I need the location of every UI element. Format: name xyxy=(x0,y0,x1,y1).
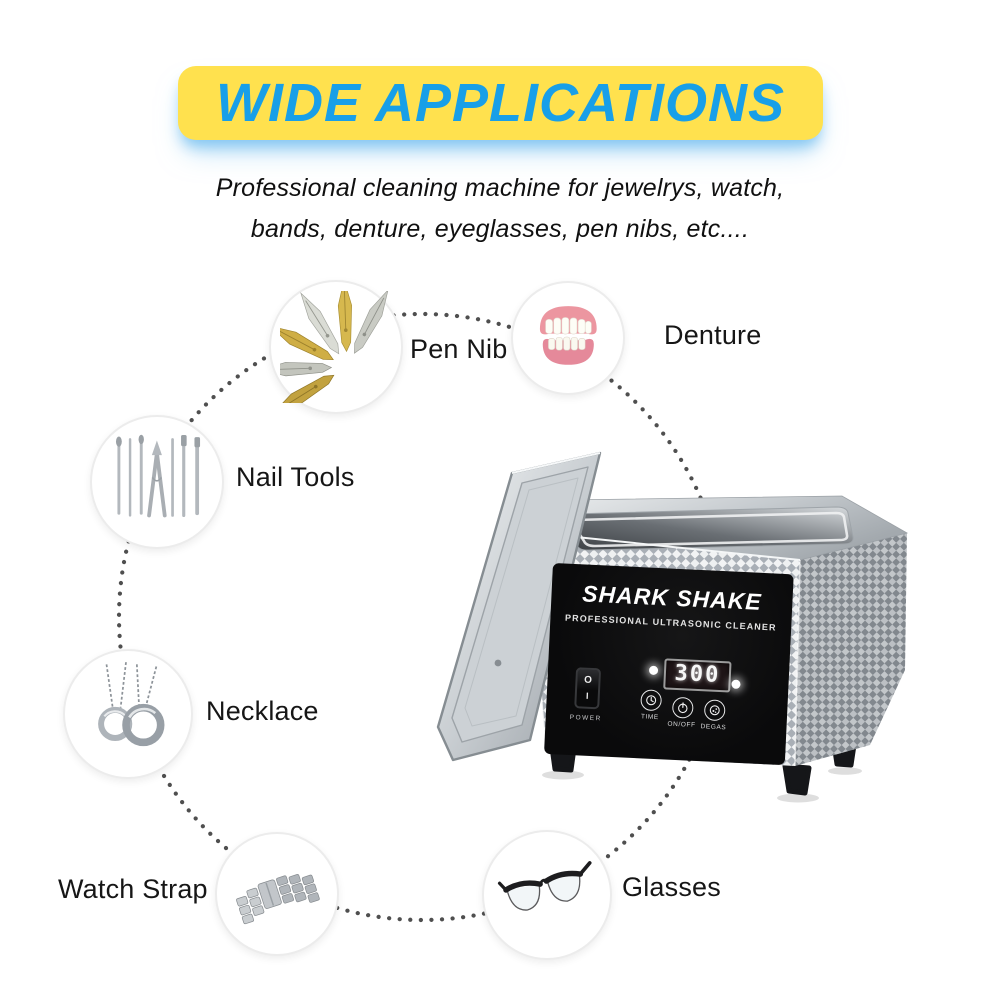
indicator-dot-left xyxy=(648,665,659,676)
title-banner: WIDE APPLICATIONS xyxy=(178,66,823,140)
subtitle-line-2: bands, denture, eyeglasses, pen nibs, et… xyxy=(250,215,750,243)
tank-opening xyxy=(564,506,854,551)
app-label-necklace: Necklace xyxy=(206,696,319,726)
indicator-dot-right xyxy=(731,679,741,689)
time-button-label: TIME xyxy=(640,713,659,722)
degas-button: DEGAS xyxy=(689,699,738,732)
app-circle-necklace xyxy=(63,649,193,779)
app-label-denture: Denture xyxy=(664,320,762,350)
watch-strap-icon xyxy=(236,874,321,925)
app-label-watch-strap: Watch Strap xyxy=(58,874,208,904)
app-label-pen-nib: Pen Nib xyxy=(410,334,508,364)
time-button: TIME xyxy=(626,689,675,722)
app-circle-pen-nib xyxy=(269,280,403,414)
ultrasonic-cleaner: SHARK SHAKE PROFESSIONAL ULTRASONIC CLEA… xyxy=(410,430,930,820)
subtitle: Professional cleaning machine for jewelr… xyxy=(0,168,1000,250)
degas-button-circle xyxy=(703,699,726,722)
app-circle-nail-tools xyxy=(90,415,224,549)
app-circle-glasses xyxy=(482,830,612,960)
glasses-icon xyxy=(497,860,592,911)
necklace-icon xyxy=(97,661,165,746)
brand-logo: SHARK SHAKE xyxy=(581,580,763,615)
onoff-button-circle xyxy=(671,696,694,719)
clock-icon xyxy=(645,695,656,706)
app-label-glasses: Glasses xyxy=(622,872,721,902)
bubbles-icon xyxy=(709,705,720,716)
power-icon xyxy=(677,702,688,714)
switch-on-symbol: I xyxy=(585,690,589,701)
app-label-nail-tools: Nail Tools xyxy=(236,462,355,492)
power-switch-label: POWER xyxy=(569,713,602,723)
pen-nib-fan xyxy=(280,291,389,403)
app-circle-watch-strap xyxy=(215,832,339,956)
switch-off-symbol: O xyxy=(583,674,593,686)
pen-nib-icon xyxy=(280,291,389,403)
led-display: 300 xyxy=(663,658,732,693)
app-circle-denture xyxy=(511,281,625,395)
page-title: WIDE APPLICATIONS xyxy=(216,73,785,133)
onoff-button: ON/OFF xyxy=(657,696,706,729)
denture-icon xyxy=(539,305,597,365)
time-button-circle xyxy=(639,689,662,712)
nail-tools-icon xyxy=(116,434,201,518)
side-shade xyxy=(795,533,907,766)
control-panel: SHARK SHAKE PROFESSIONAL ULTRASONIC CLEA… xyxy=(544,563,794,766)
degas-button-label: DEGAS xyxy=(700,723,727,732)
foot-shadows xyxy=(542,767,862,803)
device-side-face xyxy=(795,533,907,766)
power-switch: O I xyxy=(574,667,602,710)
lid xyxy=(436,451,602,762)
subtitle-line-1: Professional cleaning machine for jewelr… xyxy=(215,174,785,202)
